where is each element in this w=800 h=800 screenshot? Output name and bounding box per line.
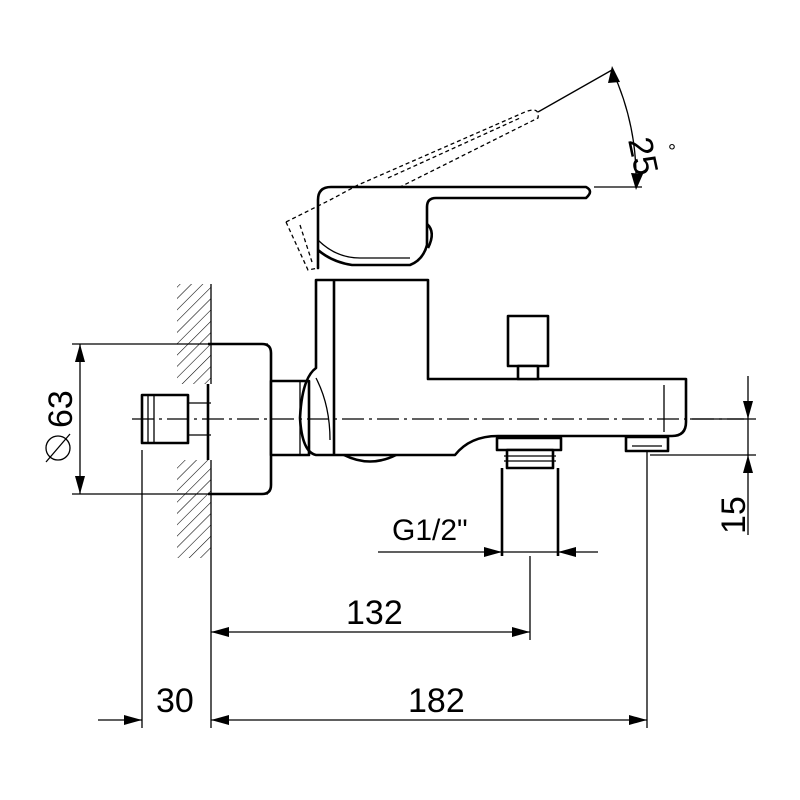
diameter-symbol-icon — [45, 435, 71, 461]
mixer-body — [298, 278, 688, 463]
diameter-label: 63 — [42, 390, 80, 428]
diameter-dimension: 63 — [42, 343, 268, 495]
wall-depth-label: 30 — [156, 682, 194, 720]
outlet-height-label: 15 — [715, 496, 753, 534]
bottom-dimensions: 30 182 — [98, 682, 647, 725]
wall-section — [177, 284, 212, 558]
extension-lines — [141, 450, 648, 728]
diverter-knob — [506, 314, 550, 381]
angle-label: 25 — [620, 134, 665, 179]
thread-dimension: G1/2" — [378, 514, 598, 557]
outlet-height-dimension: 15 — [650, 376, 756, 535]
outlet-distance-label: 132 — [346, 594, 403, 632]
shower-outlet — [495, 436, 563, 556]
lever-raised-position — [285, 109, 539, 271]
angle-dimension: 25 ° — [537, 66, 676, 190]
spout-aerator — [624, 435, 670, 453]
angle-unit-label: ° — [668, 141, 676, 163]
outlet-distance-dimension: 132 — [211, 594, 530, 637]
total-length-label: 182 — [408, 682, 465, 720]
mixer-lever — [316, 185, 592, 270]
thread-label: G1/2" — [392, 514, 468, 547]
